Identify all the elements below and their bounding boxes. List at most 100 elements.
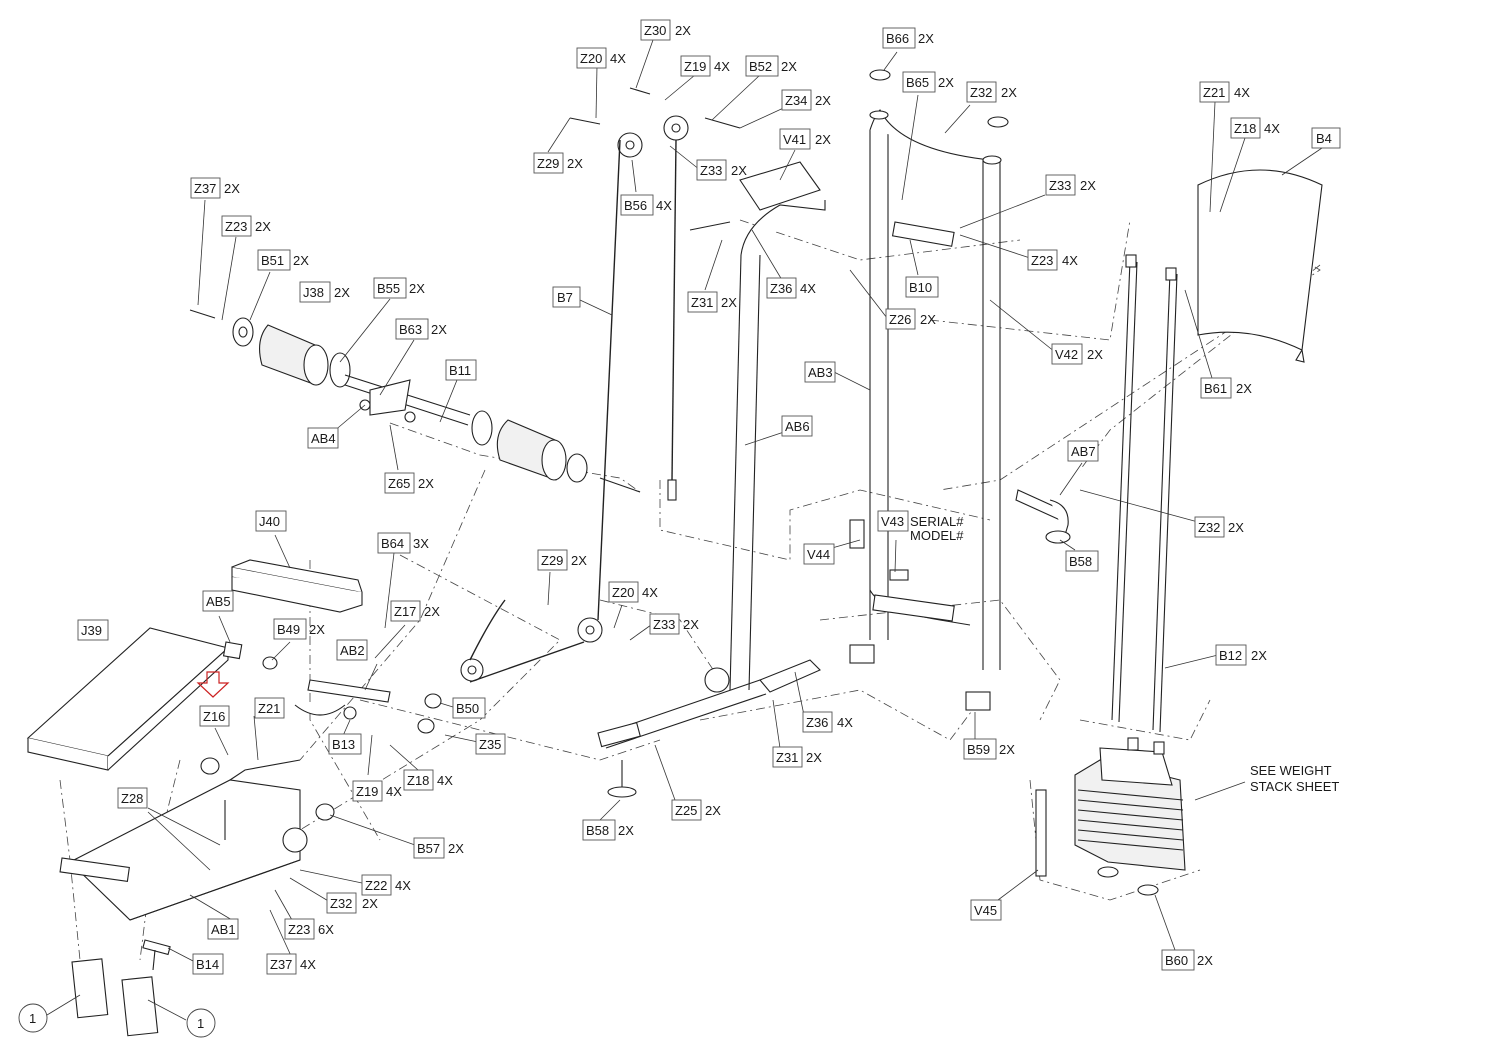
- svg-text:Z18: Z18: [407, 773, 429, 788]
- svg-text:2X: 2X: [705, 803, 721, 818]
- svg-text:Z19: Z19: [684, 59, 706, 74]
- label-b57: B57 2X: [413, 837, 464, 859]
- svg-text:B56: B56: [624, 198, 647, 213]
- svg-text:B64: B64: [381, 536, 404, 551]
- svg-text:B61: B61: [1204, 381, 1227, 396]
- label-z16: Z16: [199, 705, 230, 727]
- svg-text:Z35: Z35: [479, 737, 501, 752]
- weight-stack-note-line1: SEE WEIGHT: [1250, 763, 1332, 778]
- svg-text:2X: 2X: [362, 896, 378, 911]
- callout-ref-right: 1: [197, 1016, 204, 1031]
- svg-text:B57: B57: [417, 841, 440, 856]
- svg-text:B63: B63: [399, 322, 422, 337]
- label-b13: B13: [328, 733, 362, 755]
- svg-text:2X: 2X: [293, 253, 309, 268]
- svg-text:2X: 2X: [409, 281, 425, 296]
- weight-stack-note-line2: STACK SHEET: [1250, 779, 1339, 794]
- label-ab1: AB1: [207, 918, 239, 940]
- label-z21-right: Z21 4X: [1199, 81, 1250, 103]
- svg-text:2X: 2X: [567, 156, 583, 171]
- svg-text:B50: B50: [456, 701, 479, 716]
- svg-text:2X: 2X: [1251, 648, 1267, 663]
- svg-text:Z23: Z23: [1031, 253, 1053, 268]
- svg-text:2X: 2X: [815, 93, 831, 108]
- svg-text:Z16: Z16: [203, 709, 225, 724]
- svg-text:2X: 2X: [1087, 347, 1103, 362]
- callout-ref-left: 1: [29, 1011, 36, 1026]
- svg-text:4X: 4X: [642, 585, 658, 600]
- label-z28: Z28: [117, 787, 148, 809]
- svg-text:Z37: Z37: [270, 957, 292, 972]
- svg-text:Z29: Z29: [541, 553, 563, 568]
- svg-text:Z21: Z21: [1203, 85, 1225, 100]
- svg-text:AB7: AB7: [1071, 444, 1096, 459]
- label-v45: V45: [970, 899, 1002, 921]
- svg-text:AB2: AB2: [340, 643, 365, 658]
- label-b11: B11: [445, 359, 477, 381]
- label-z23-mid: Z23 4X: [1027, 249, 1078, 271]
- svg-text:Z28: Z28: [121, 791, 143, 806]
- svg-text:Z18: Z18: [1234, 121, 1256, 136]
- svg-text:B49: B49: [277, 622, 300, 637]
- svg-text:2X: 2X: [618, 823, 634, 838]
- svg-text:2X: 2X: [334, 285, 350, 300]
- svg-text:Z32: Z32: [1198, 520, 1220, 535]
- svg-text:V45: V45: [974, 903, 997, 918]
- svg-text:V43: V43: [881, 514, 904, 529]
- svg-text:Z21: Z21: [258, 701, 280, 716]
- svg-text:2X: 2X: [1080, 178, 1096, 193]
- svg-text:2X: 2X: [1197, 953, 1213, 968]
- roller-assembly: [189, 309, 641, 493]
- label-ab6: AB6: [781, 415, 813, 437]
- svg-text:B59: B59: [967, 742, 990, 757]
- label-ab5: AB5: [202, 590, 234, 612]
- svg-text:B58: B58: [586, 823, 609, 838]
- shroud-panel: [1197, 169, 1323, 351]
- svg-text:2X: 2X: [781, 59, 797, 74]
- label-b4: B4: [1311, 127, 1341, 149]
- weight-stack-assembly: [849, 69, 1323, 896]
- svg-text:Z33: Z33: [1049, 178, 1071, 193]
- svg-text:J38: J38: [303, 285, 324, 300]
- svg-text:6X: 6X: [318, 922, 334, 937]
- svg-text:Z36: Z36: [770, 281, 792, 296]
- svg-text:B10: B10: [909, 280, 932, 295]
- svg-text:4X: 4X: [1234, 85, 1250, 100]
- svg-text:Z32: Z32: [970, 85, 992, 100]
- serial-number-note: SERIAL#: [910, 514, 964, 529]
- svg-text:Z31: Z31: [691, 295, 713, 310]
- direction-arrow: [196, 671, 230, 698]
- label-v42: V42 2X: [1051, 343, 1103, 365]
- svg-text:V42: V42: [1055, 347, 1078, 362]
- svg-text:4X: 4X: [386, 784, 402, 799]
- label-b50: B50: [452, 697, 486, 719]
- svg-text:Z25: Z25: [675, 803, 697, 818]
- svg-text:2X: 2X: [1001, 85, 1017, 100]
- svg-text:4X: 4X: [714, 59, 730, 74]
- svg-text:2X: 2X: [448, 841, 464, 856]
- label-b58-right: B58: [1065, 550, 1099, 572]
- svg-text:4X: 4X: [1062, 253, 1078, 268]
- svg-text:B60: B60: [1165, 953, 1188, 968]
- frame-pulleys: [460, 87, 826, 798]
